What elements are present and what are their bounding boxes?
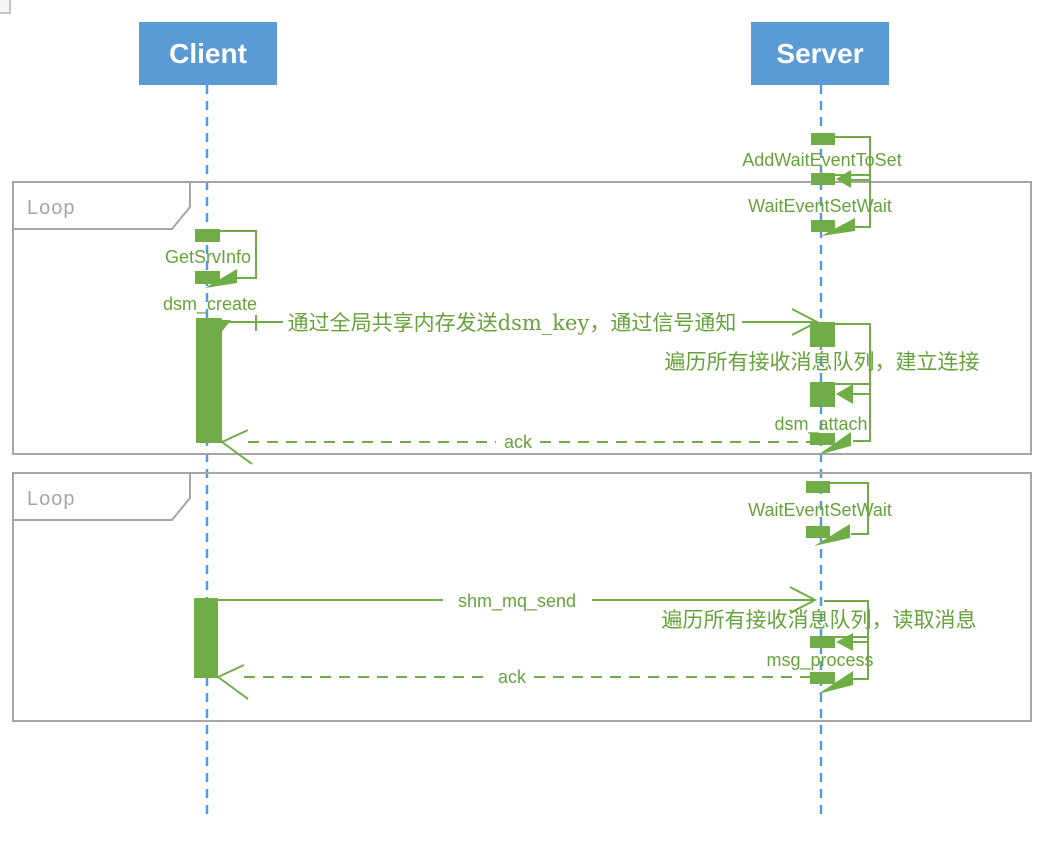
add-wait-event-label: AddWaitEventToSet bbox=[742, 150, 901, 170]
self-call-bracket bbox=[835, 136, 871, 181]
open-arrowhead bbox=[217, 664, 245, 678]
loop1-label: Loop bbox=[27, 197, 76, 219]
self-call-get-srv-info: GetSrvInfo bbox=[165, 229, 257, 288]
server-actor: Server bbox=[751, 22, 889, 85]
wait-event-label-1: WaitEventSetWait bbox=[748, 196, 892, 216]
loop1-label-tab bbox=[12, 181, 191, 230]
server-note-2: 遍历所有接收消息队列，读取消息 bbox=[662, 608, 977, 632]
loop1-border bbox=[12, 181, 1032, 455]
call-return-rect bbox=[811, 173, 835, 185]
wait-event-label-2: WaitEventSetWait bbox=[748, 500, 892, 520]
server-actor-label: Server bbox=[776, 38, 863, 69]
call-return-arrow bbox=[818, 671, 853, 694]
self-call-bracket bbox=[835, 174, 871, 228]
self-call-wait-event-2: WaitEventSetWait bbox=[748, 481, 892, 546]
self-call-wait-event-1: WaitEventSetWait bbox=[748, 174, 892, 236]
ack-label-2: ack bbox=[498, 667, 527, 687]
call-return-rect bbox=[195, 271, 220, 284]
call-return-rect bbox=[806, 526, 830, 538]
server-note-1: 遍历所有接收消息队列，建立连接 bbox=[665, 350, 980, 374]
loop2-frame: Loop bbox=[12, 472, 1032, 722]
client-actor-box bbox=[139, 22, 277, 85]
call-return-arrow bbox=[836, 633, 853, 651]
client-activation-bar-2 bbox=[194, 598, 218, 678]
call-return-arrow bbox=[836, 384, 853, 404]
server-activity-loop2: 遍历所有接收消息队列，读取消息 msg_process bbox=[662, 600, 977, 694]
dsm-create-label: dsm_create bbox=[163, 294, 257, 315]
self-call-bracket bbox=[835, 383, 871, 442]
server-actor-box bbox=[751, 22, 889, 85]
self-call-bracket bbox=[835, 323, 871, 395]
call-return-arrow bbox=[818, 432, 851, 455]
open-arrowhead bbox=[789, 586, 818, 614]
loop2-label: Loop bbox=[27, 488, 76, 510]
call-return-rect bbox=[810, 382, 835, 407]
shm-mq-send-label: shm_mq_send bbox=[458, 591, 576, 612]
get-srv-info-label: GetSrvInfo bbox=[165, 247, 251, 267]
call-return-rect bbox=[810, 433, 835, 445]
self-call-bracket bbox=[830, 482, 869, 535]
loop2-label-tab bbox=[12, 472, 191, 521]
call-start-rect bbox=[811, 133, 835, 145]
call-return-rect bbox=[811, 220, 835, 232]
dsm-attach-label: dsm_attach bbox=[774, 414, 867, 435]
call-start-rect bbox=[195, 229, 220, 242]
self-call-add-wait-event: AddWaitEventToSet bbox=[742, 133, 902, 188]
open-arrowhead bbox=[221, 441, 253, 465]
loop1-frame: Loop bbox=[12, 181, 1032, 455]
msg-process-label: msg_process bbox=[766, 650, 873, 671]
message1-client-arrowhead bbox=[209, 320, 231, 339]
call-return-arrow bbox=[836, 170, 851, 188]
server-activity-loop1: 遍历所有接收消息队列，建立连接 dsm_attach bbox=[665, 322, 980, 455]
message-ack-1: ack bbox=[221, 429, 812, 465]
self-call-bracket bbox=[824, 600, 869, 643]
open-arrowhead bbox=[217, 676, 249, 700]
open-arrowhead bbox=[221, 429, 249, 443]
message-shm-mq-send: shm_mq_send bbox=[218, 586, 818, 614]
call-return-arrow bbox=[205, 269, 237, 288]
call-return-arrow bbox=[821, 218, 855, 236]
call-start-rect bbox=[806, 481, 830, 493]
client-actor-label: Client bbox=[169, 38, 247, 69]
self-call-bracket bbox=[835, 636, 869, 680]
call-return-rect bbox=[810, 636, 835, 648]
message-send-dsm-key: 通过全局共享内存发送dsm_key，通过信号通知 bbox=[222, 308, 820, 336]
call-return-arrow bbox=[814, 524, 850, 546]
loop2-border bbox=[12, 472, 1032, 722]
client-actor: Client bbox=[139, 22, 277, 85]
call-return-rect bbox=[810, 672, 835, 684]
message-ack-2: ack bbox=[217, 664, 810, 700]
corner-artifact bbox=[0, 0, 11, 14]
server-activation-rect bbox=[810, 322, 835, 347]
ack-label-1: ack bbox=[504, 432, 533, 452]
send-dsm-key-label: 通过全局共享内存发送dsm_key，通过信号通知 bbox=[288, 311, 737, 335]
client-activation-bar-1 bbox=[196, 318, 222, 443]
self-call-bracket bbox=[219, 230, 257, 279]
